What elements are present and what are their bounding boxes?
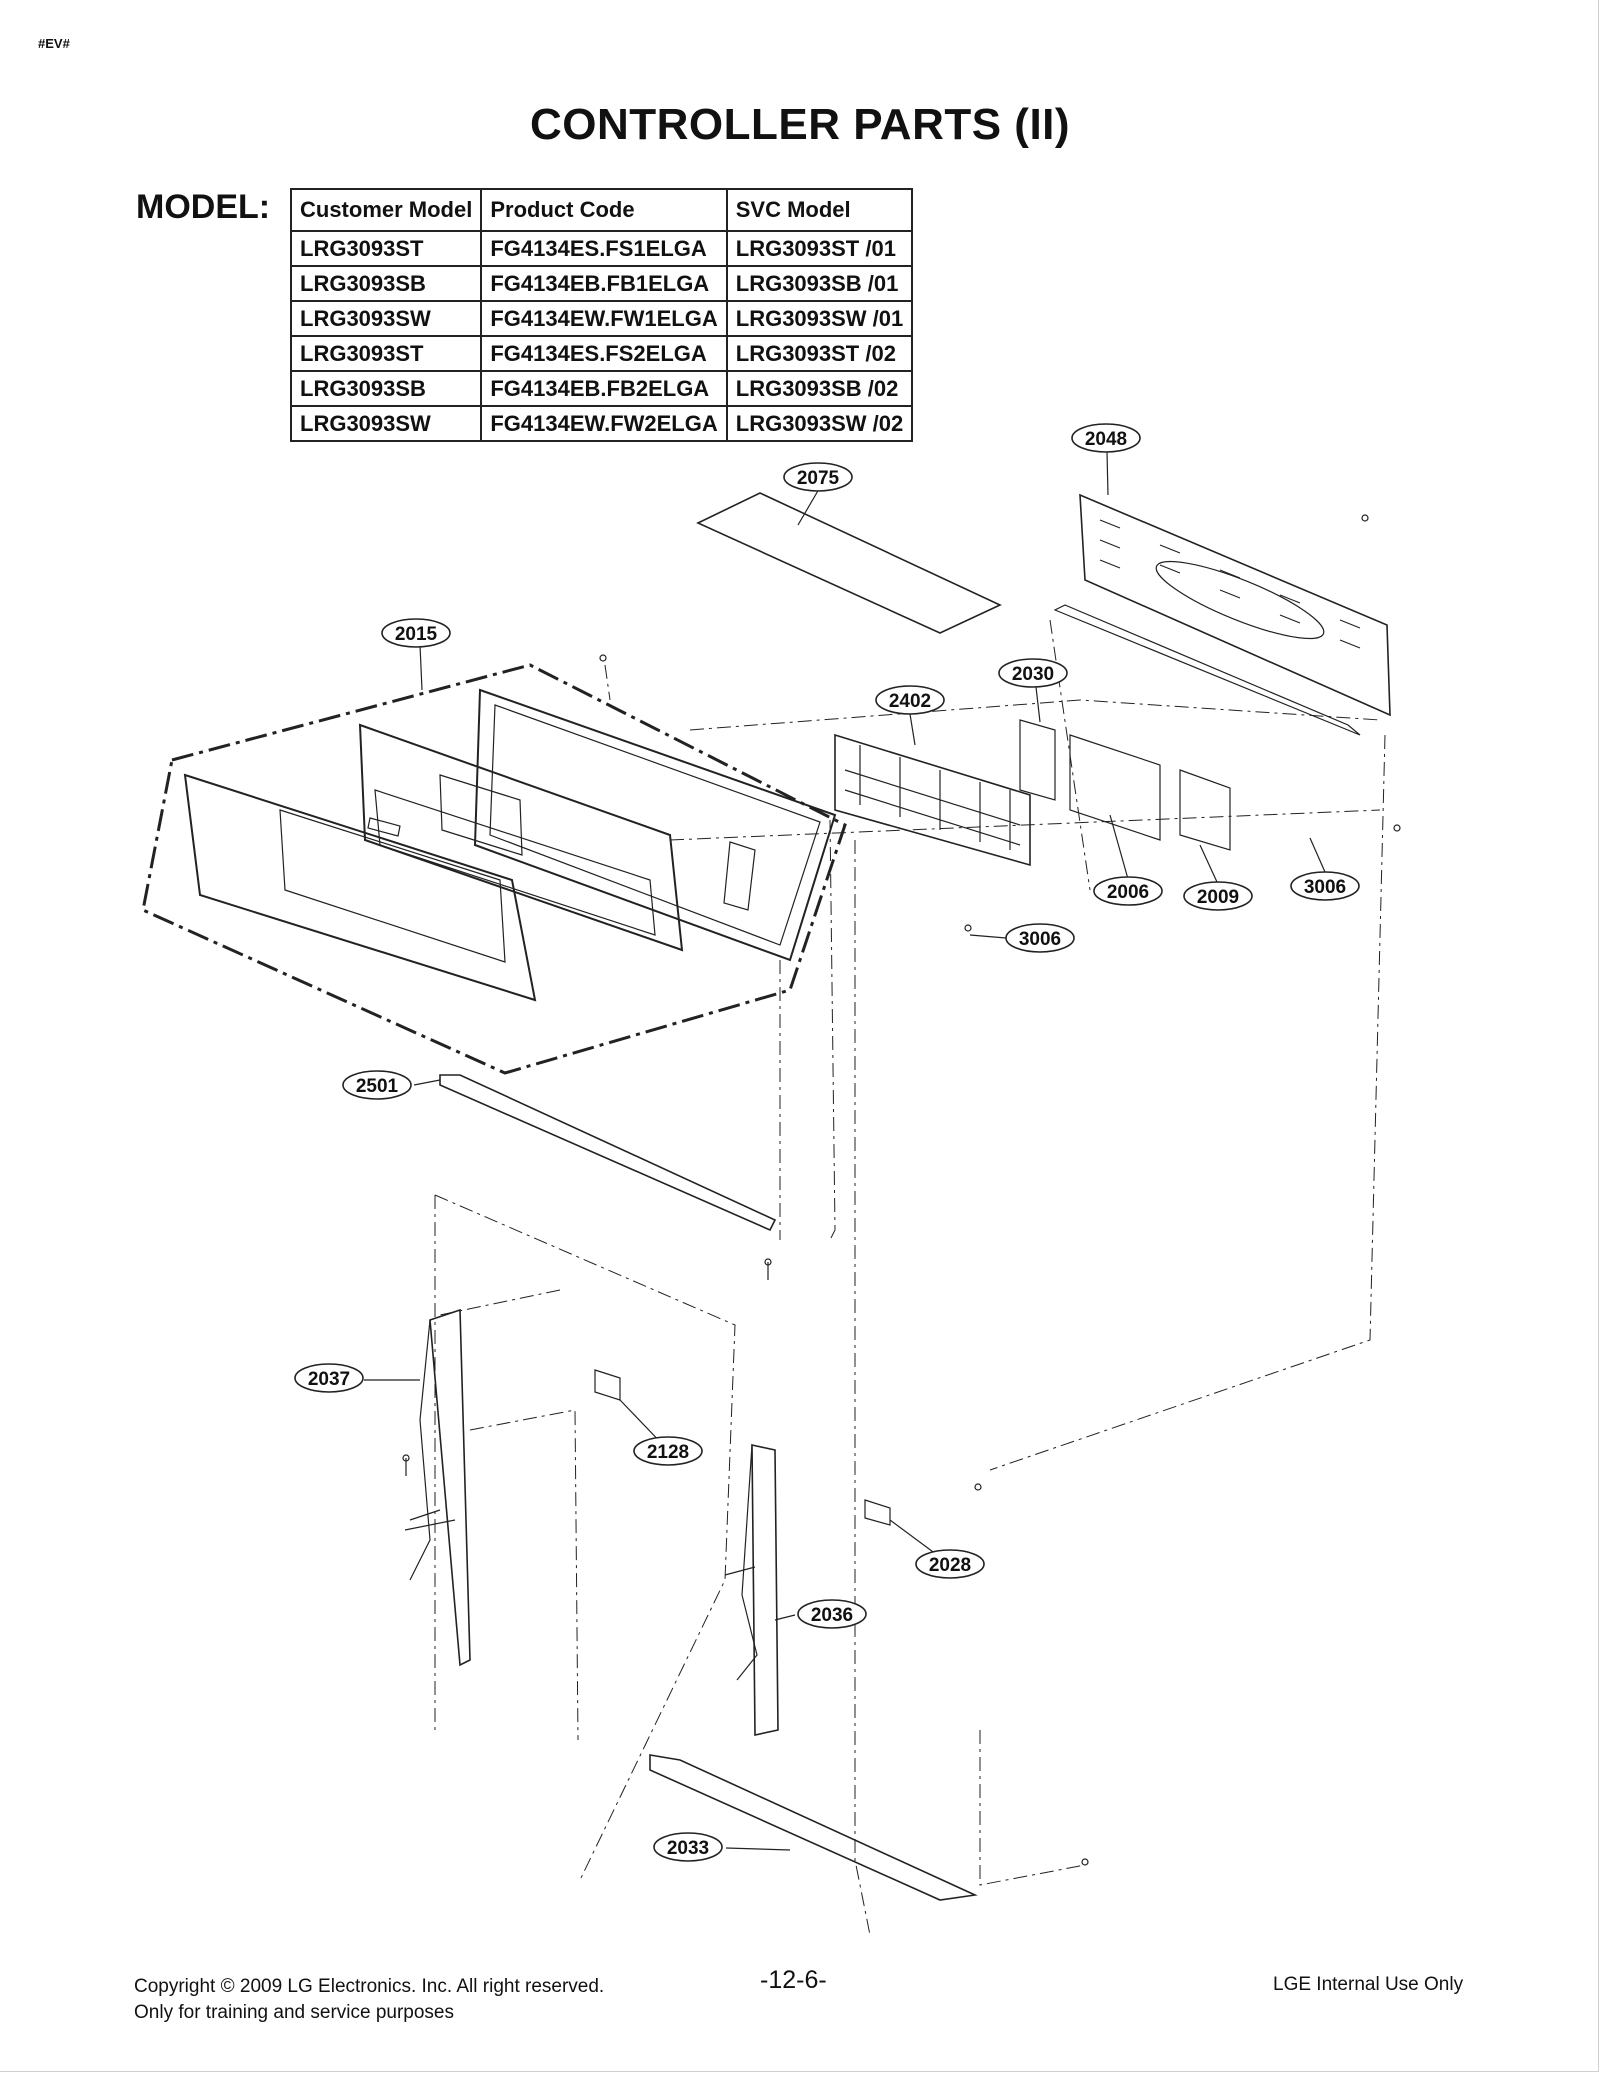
- clip-2028: [864, 1499, 891, 1526]
- header-customer-model: Customer Model: [289, 188, 483, 232]
- cell-customer-model: LRG3093SW: [289, 300, 483, 337]
- cell-svc-model: LRG3093SB /01: [725, 265, 914, 302]
- part-callout-2075: 2075: [783, 462, 853, 492]
- rear-vent-panel: [1053, 493, 1391, 736]
- cell-customer-model: LRG3093SB: [289, 370, 483, 407]
- svg-text:2015: 2015: [395, 624, 438, 645]
- svg-text:2037: 2037: [308, 1369, 350, 1390]
- svg-text:2006: 2006: [1107, 882, 1149, 903]
- part-callout-3006: 3006: [1290, 871, 1360, 901]
- svg-text:2009: 2009: [1197, 887, 1239, 908]
- cell-svc-model: LRG3093SB /02: [725, 370, 914, 407]
- model-table: Customer Model Product Code SVC Model LR…: [289, 188, 914, 442]
- part-callouts: 2048 2075 2015 2030 2402 2006 2009 3006 3006 2501…: [294, 423, 1360, 1862]
- cell-svc-model: LRG3093SW /01: [725, 300, 914, 337]
- svg-text:2036: 2036: [811, 1605, 853, 1626]
- control-panel-back-cover: [473, 688, 837, 962]
- table-row: LRG3093ST FG4134ES.FS2ELGA LRG3093ST /02: [289, 335, 914, 372]
- part-callout-2028: 2028: [915, 1549, 985, 1579]
- svg-text:2075: 2075: [797, 468, 840, 489]
- svg-text:2028: 2028: [929, 1555, 971, 1576]
- cell-customer-model: LRG3093ST: [289, 230, 483, 267]
- insulation-plate: [696, 492, 1002, 634]
- part-callout-2128: 2128: [633, 1436, 703, 1466]
- svg-text:3006: 3006: [1304, 877, 1346, 898]
- model-table-header-row: Customer Model Product Code SVC Model: [289, 188, 914, 232]
- svg-text:2501: 2501: [356, 1076, 399, 1097]
- header-svc-model: SVC Model: [725, 188, 914, 232]
- table-row: LRG3093SW FG4134EW.FW1ELGA LRG3093SW /01: [289, 300, 914, 337]
- pcb-board-2030: [1019, 719, 1056, 801]
- header-tag: #EV#: [38, 36, 70, 51]
- pcb-bracket: [834, 733, 1031, 867]
- alignment-lines: [434, 619, 1386, 1936]
- footer-copyright-block: Copyright © 2009 LG Electronics. Inc. Al…: [134, 1974, 604, 2026]
- part-callout-2033: 2033: [653, 1832, 723, 1862]
- page-title: CONTROLLER PARTS (II): [529, 100, 1071, 149]
- part-callout-3006: 3006: [1005, 923, 1075, 953]
- pcb-board-2006: [1069, 734, 1161, 841]
- header-product-code: Product Code: [480, 188, 728, 232]
- cell-product-code: FG4134EW.FW1ELGA: [480, 300, 728, 337]
- cell-customer-model: LRG3093SW: [289, 405, 483, 442]
- cell-product-code: FG4134EB.FB2ELGA: [480, 370, 728, 407]
- svg-text:2128: 2128: [647, 1442, 689, 1463]
- svg-text:2030: 2030: [1012, 664, 1054, 685]
- screw-icons: [402, 514, 1401, 1866]
- page-number: -12-6-: [760, 1966, 827, 1994]
- control-panel-window: [183, 773, 537, 1002]
- part-callout-2006: 2006: [1093, 876, 1163, 906]
- model-label: MODEL:: [136, 188, 271, 226]
- svg-text:2402: 2402: [889, 691, 931, 712]
- table-row: LRG3093SW FG4134EW.FW2ELGA LRG3093SW /02: [289, 405, 914, 442]
- cell-product-code: FG4134ES.FS1ELGA: [480, 230, 728, 267]
- control-panel-frame: [358, 723, 684, 952]
- footer-note: Only for training and service purposes: [134, 2002, 454, 2023]
- svg-text:3006: 3006: [1019, 929, 1061, 950]
- part-callout-2036: 2036: [797, 1599, 867, 1629]
- part-callout-2402: 2402: [875, 685, 945, 715]
- cell-svc-model: LRG3093ST /02: [725, 335, 914, 372]
- cell-svc-model: LRG3093SW /02: [725, 405, 914, 442]
- cell-product-code: FG4134ES.FS2ELGA: [480, 335, 728, 372]
- part-callout-2030: 2030: [998, 658, 1068, 688]
- bottom-rail: [649, 1754, 978, 1901]
- trim-strip: [439, 1074, 777, 1232]
- cell-svc-model: LRG3093ST /01: [725, 230, 914, 267]
- part-callout-2048: 2048: [1071, 423, 1141, 453]
- cell-product-code: FG4134EB.FB1ELGA: [480, 265, 728, 302]
- part-callout-2501: 2501: [342, 1070, 412, 1100]
- cell-product-code: FG4134EW.FW2ELGA: [480, 405, 728, 442]
- svg-text:2048: 2048: [1085, 429, 1127, 450]
- table-row: LRG3093SB FG4134EB.FB1ELGA LRG3093SB /01: [289, 265, 914, 302]
- clip-2128: [594, 1369, 621, 1401]
- assembly-group-outline: [141, 663, 847, 1075]
- part-callout-2015: 2015: [381, 618, 451, 648]
- right-side-bracket: [724, 1444, 779, 1736]
- svg-text:2033: 2033: [667, 1838, 709, 1859]
- cell-customer-model: LRG3093SB: [289, 265, 483, 302]
- cell-customer-model: LRG3093ST: [289, 335, 483, 372]
- footer-copyright: Copyright © 2009 LG Electronics. Inc. Al…: [134, 1976, 605, 1997]
- left-side-bracket: [404, 1308, 471, 1667]
- part-callout-2037: 2037: [294, 1363, 364, 1393]
- footer-internal: LGE Internal Use Only: [1273, 1974, 1464, 1995]
- pcb-board-2009: [1179, 769, 1231, 851]
- table-row: LRG3093ST FG4134ES.FS1ELGA LRG3093ST /01: [289, 230, 914, 267]
- table-row: LRG3093SB FG4134EB.FB2ELGA LRG3093SB /02: [289, 370, 914, 407]
- part-callout-2009: 2009: [1183, 881, 1253, 911]
